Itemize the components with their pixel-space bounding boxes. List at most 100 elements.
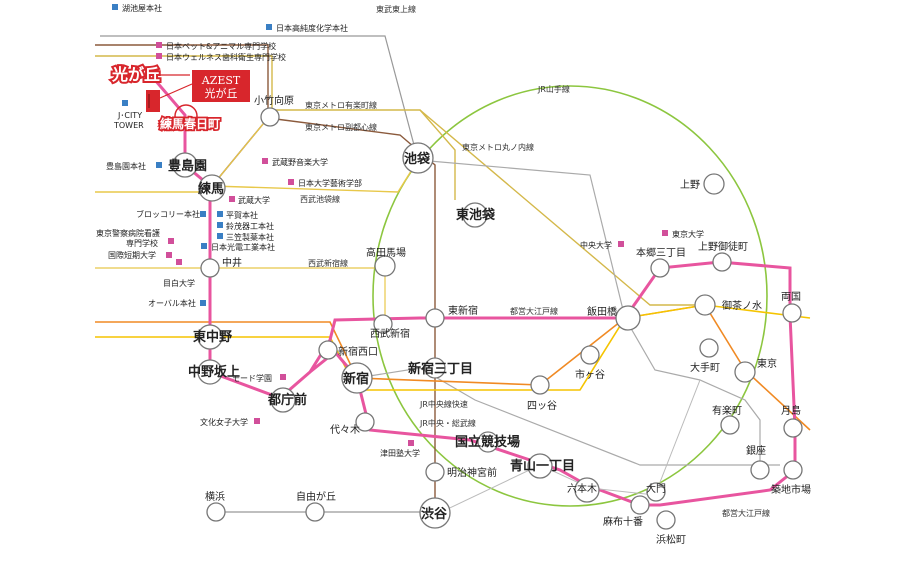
school-marker <box>662 230 668 236</box>
station-yotsuya <box>530 375 550 395</box>
azest-building-icon <box>146 83 193 112</box>
landmark-keisatsu-nurse-2: 専門学校 <box>126 238 158 248</box>
nerima-kasugacho-label: 練馬春日町 <box>160 116 220 131</box>
landmark-musashino-ongaku: 武蔵野音楽大学 <box>272 157 328 167</box>
station-higashi-ikebukuro <box>462 202 488 228</box>
nerima-kasugacho-badge: 練馬春日町 <box>158 104 222 133</box>
station-kokuritsu-kyogijo <box>477 431 499 453</box>
station-circles <box>172 107 803 530</box>
landmark-j-city-tower-2: TOWER <box>113 121 144 130</box>
landmark-pet-animal: 日本ペット&アニマル専門学校 <box>166 41 276 51</box>
school-marker <box>156 42 162 48</box>
company-marker <box>217 233 223 239</box>
landmark-keisatsu-nurse-1: 東京警察病院看護 <box>96 228 160 238</box>
station-yurakucho <box>720 415 740 435</box>
landmark-bunka-joshi: 文化女子大学 <box>200 417 248 427</box>
company-marker <box>217 211 223 217</box>
station-roppongi <box>574 477 600 503</box>
fukutoshin-label: 東京メトロ副都心線 <box>305 122 377 132</box>
station-hongo-sanchome <box>650 258 670 278</box>
azest-label-box: AZEST 光が丘 <box>192 70 250 102</box>
company-marker <box>112 4 118 10</box>
label-shinjuku: 新宿 <box>343 371 369 387</box>
station-tsukishima <box>783 418 803 438</box>
seibu-yurakucho-link <box>211 117 269 187</box>
landmark-mikasa: 三笠製薬本社 <box>226 232 274 242</box>
landmark-chuo-univ: 中央大学 <box>580 240 612 250</box>
label-jiyugaoka: 自由が丘 <box>296 490 336 503</box>
label-tsukishima: 月島 <box>781 404 801 417</box>
label-nakai: 中井 <box>222 256 242 269</box>
marunouchi-line <box>417 159 761 470</box>
landmark-nichidai-geijutsu: 日本大学藝術学部 <box>298 178 362 188</box>
marunouchi-branch <box>356 367 780 466</box>
school-marker <box>229 196 235 202</box>
landmark-broccoli: ブロッコリー本社 <box>136 209 200 219</box>
label-yoyogi: 代々木 <box>330 424 360 436</box>
landmark-j-city-tower-1: J･CITY <box>117 111 142 120</box>
station-shinjuku-sanchome <box>424 357 446 379</box>
label-hamamatsucho: 浜松町 <box>656 533 686 546</box>
school-marker <box>176 259 182 265</box>
tobu-tojo-line <box>100 35 419 161</box>
oedo-label-top: 都営大江戸線 <box>510 306 558 316</box>
school-marker <box>618 241 624 247</box>
label-ochanomizu: 御茶ノ水 <box>722 299 762 312</box>
landmark-tsuda: 津田塾大学 <box>380 448 420 458</box>
station-higashi-nakano <box>197 324 223 350</box>
landmark-wellness: 日本ウェルネス歯科衛生専門学校 <box>166 52 286 62</box>
label-kotake-mukaihara: 小竹向原 <box>254 94 294 107</box>
label-otemachi: 大手町 <box>690 361 720 374</box>
label-tochomae: 都庁前 <box>267 392 307 408</box>
school-marker <box>156 53 162 59</box>
label-iidabashi: 飯田橋 <box>587 305 617 318</box>
company-marker <box>200 300 206 306</box>
station-takadanobaba <box>374 255 396 277</box>
school-marker <box>254 418 260 424</box>
station-nakano-sakaue <box>197 359 223 385</box>
station-kotake-mukaihara <box>260 107 280 127</box>
station-ryogoku <box>782 303 802 323</box>
seibu-ikebukuro-label: 西武池袋線 <box>300 194 340 204</box>
label-yokohama: 横浜 <box>205 490 225 503</box>
station-shinjuku-nishiguchi <box>318 340 338 360</box>
label-shinjuku-nishiguchi: 新宿西口 <box>338 345 378 358</box>
company-marker <box>201 243 207 249</box>
label-ueno: 上野 <box>680 179 700 191</box>
landmark-orbal: オーバル本社 <box>148 298 196 308</box>
station-ichigaya <box>580 345 600 365</box>
station-azabu-juban <box>630 495 650 515</box>
landmark-kokusai-tanki: 国際短期大学 <box>108 250 156 260</box>
label-meiji-jingumae: 明治神宮前 <box>447 466 497 479</box>
jr-yamanote-label: JR山手線 <box>537 84 570 94</box>
landmark-tokyo-univ: 東京大学 <box>672 229 704 239</box>
label-nakano-sakaue: 中野坂上 <box>188 364 240 380</box>
landmark-kosaido: 湖池屋本社 <box>122 3 162 13</box>
label-shibuya: 渋谷 <box>421 506 448 522</box>
landmark-mode-gakuen: モード学園 <box>232 373 272 383</box>
label-tsukiji-shijo: 築地市場 <box>771 483 811 496</box>
station-tokyo <box>734 361 756 383</box>
hikarigaoka-logo: 光が丘 <box>109 63 190 86</box>
station-tochomae <box>270 387 296 413</box>
station-toshimaen <box>172 152 198 178</box>
azest-line2: 光が丘 <box>205 86 238 100</box>
jr-chuo-sobu-line <box>95 304 811 391</box>
station-ochanomizu <box>694 294 716 316</box>
chuo-sobu-label: JR中央・総武線 <box>419 418 476 428</box>
company-marker <box>200 211 206 217</box>
label-seibu-shinjuku: 西武新宿 <box>370 327 410 340</box>
label-ginza: 銀座 <box>746 444 766 457</box>
hikarigaoka-badge: 光が丘 <box>111 65 160 84</box>
label-toshimaen: 豊島園 <box>168 158 207 174</box>
station-nakai <box>200 258 220 278</box>
landmark-markers: 湖池屋本社 日本高純度化学本社 日本ペット&アニマル専門学校 日本ウェルネス歯科… <box>96 3 704 458</box>
azest-box <box>192 70 250 102</box>
station-seibu-shinjuku <box>373 314 393 334</box>
label-takadanobaba: 高田馬場 <box>366 246 406 259</box>
landmark-toshimaen-honsha: 豊島園本社 <box>106 161 146 171</box>
station-shibuya <box>419 497 451 529</box>
school-marker <box>408 440 414 446</box>
tobu-tojo-label: 東武東上線 <box>376 4 416 14</box>
station-nerima <box>198 174 226 202</box>
